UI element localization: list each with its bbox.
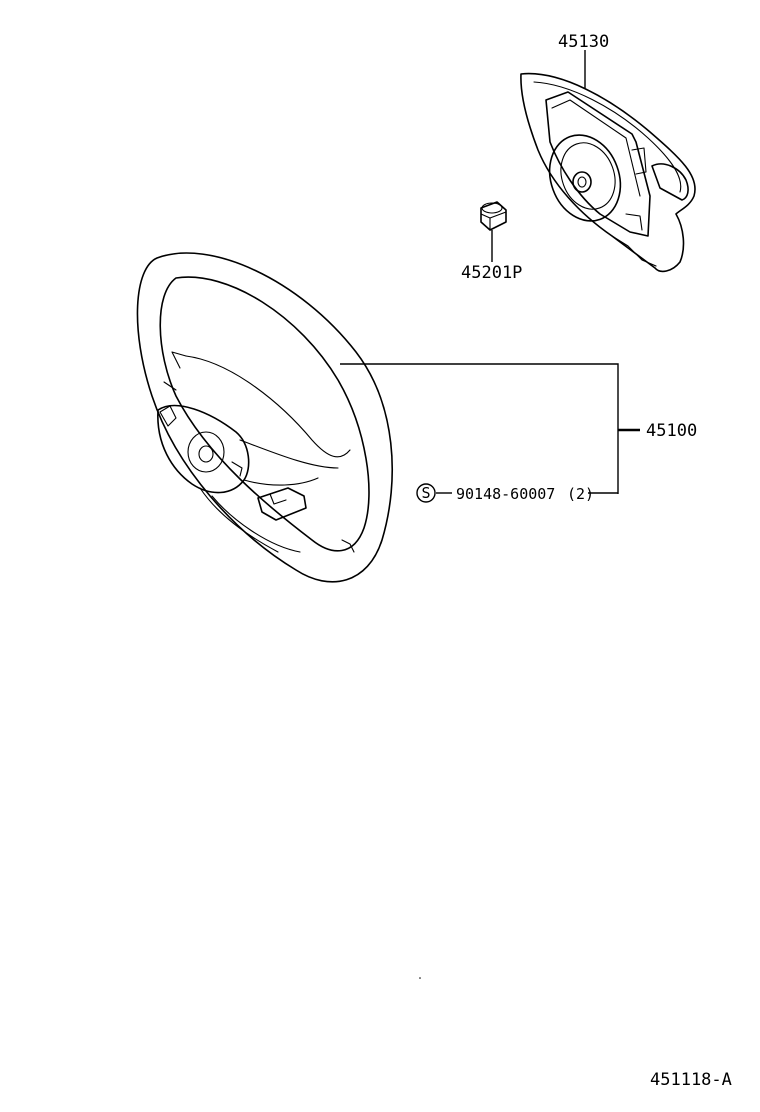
airbag-pad-label[interactable]: 45130 (558, 32, 609, 52)
screw-quantity: (2) (567, 485, 594, 503)
screw-symbol-circle (416, 483, 436, 503)
screw-label[interactable]: 90148-60007 (456, 485, 555, 503)
nut-drawing[interactable] (480, 201, 507, 231)
nut-label[interactable]: 45201P (461, 263, 522, 283)
airbag-pad-drawing[interactable] (520, 72, 696, 273)
figure-code: 451118-A (650, 1070, 732, 1090)
screw-symbol: S (421, 484, 430, 502)
stray-dot (419, 977, 421, 979)
steering-wheel-drawing[interactable] (136, 252, 393, 583)
wheel-label[interactable]: 45100 (646, 421, 697, 441)
wheel-leader (340, 363, 619, 494)
